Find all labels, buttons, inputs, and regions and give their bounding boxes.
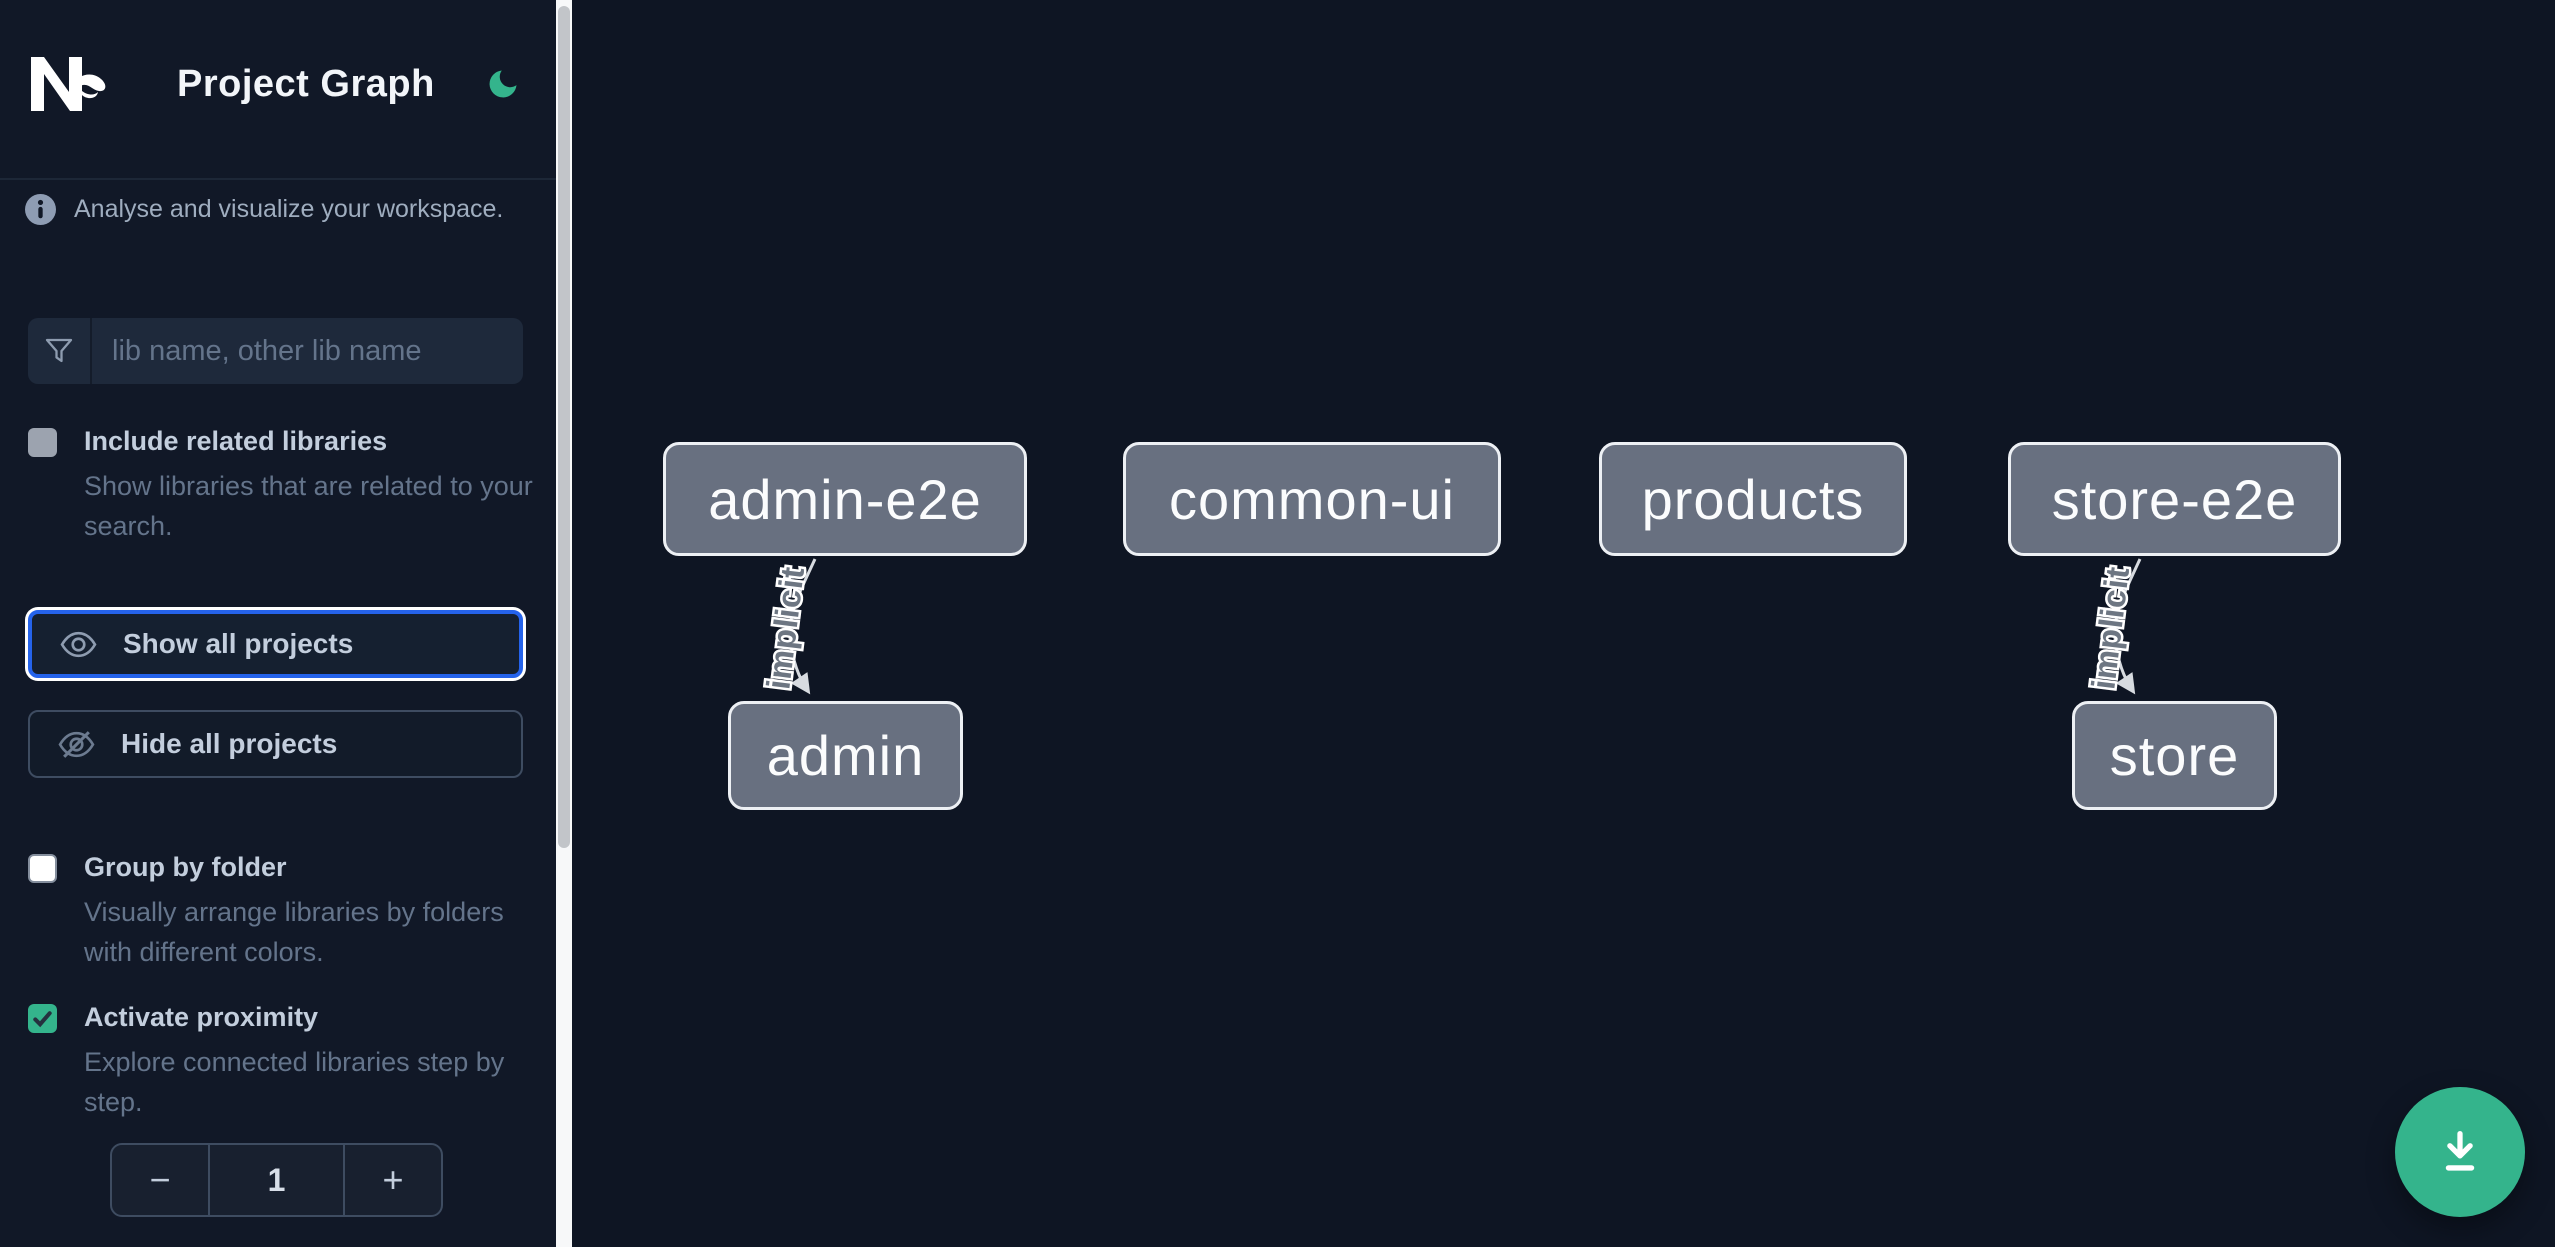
funnel-icon xyxy=(45,338,73,363)
nx-logo xyxy=(31,57,106,111)
checkbox-activate-proximity[interactable] xyxy=(28,1004,57,1033)
download-icon xyxy=(2445,1131,2475,1171)
increment-button[interactable]: + xyxy=(345,1145,441,1215)
hide-all-projects-button[interactable]: Hide all projects xyxy=(28,710,523,778)
show-all-projects-label: Show all projects xyxy=(123,628,354,659)
filter-input[interactable] xyxy=(92,318,523,384)
eye-off-icon xyxy=(58,730,95,758)
checkbox-include-related[interactable] xyxy=(28,428,57,457)
info-icon xyxy=(25,194,56,225)
option-label: Group by folder xyxy=(84,852,287,882)
moon-icon xyxy=(489,70,517,98)
page-title: Project Graph xyxy=(177,62,435,105)
theme-toggle-button[interactable] xyxy=(483,64,523,104)
show-all-projects-button[interactable]: Show all projects xyxy=(28,610,523,678)
option-label: Include related libraries xyxy=(84,426,388,456)
hide-all-projects-label: Hide all projects xyxy=(121,728,338,759)
graph-node-store[interactable]: store xyxy=(2072,701,2277,810)
check-icon xyxy=(33,1011,52,1028)
intro-row: Analyse and visualize your workspace. xyxy=(25,194,530,225)
option-group-by-folder: Group by folder Visually arrange librari… xyxy=(28,850,539,972)
graph-node-products[interactable]: products xyxy=(1599,442,1907,556)
sidebar-scrollbar-thumb[interactable] xyxy=(558,6,570,848)
sidebar-header: Project Graph xyxy=(25,52,523,116)
download-image-button[interactable] xyxy=(2395,1087,2525,1217)
filter-box xyxy=(28,318,523,384)
graph-node-common-ui[interactable]: common-ui xyxy=(1123,442,1501,556)
option-description: Explore connected libraries step by step… xyxy=(84,1047,505,1117)
checkbox-group-by-folder[interactable] xyxy=(28,854,57,883)
option-label: Activate proximity xyxy=(84,1002,319,1032)
sidebar-scrollbar-track xyxy=(556,0,572,1247)
option-description: Visually arrange libraries by folders wi… xyxy=(84,897,504,967)
graph-node-store-e2e[interactable]: store-e2e xyxy=(2008,442,2341,556)
option-description: Show libraries that are related to your … xyxy=(84,471,533,541)
option-include-related: Include related libraries Show libraries… xyxy=(28,424,539,546)
sidebar: Project Graph Analyse and visualize your… xyxy=(0,0,556,1247)
option-activate-proximity: Activate proximity Explore connected lib… xyxy=(28,1000,539,1122)
proximity-stepper: − 1 + xyxy=(110,1143,443,1217)
graph-canvas[interactable] xyxy=(572,0,2555,1247)
proximity-depth-value: 1 xyxy=(208,1145,345,1215)
filter-icon-cell xyxy=(28,318,92,384)
decrement-button[interactable]: − xyxy=(112,1145,208,1215)
graph-node-admin-e2e[interactable]: admin-e2e xyxy=(663,442,1027,556)
graph-node-admin[interactable]: admin xyxy=(728,701,963,810)
intro-text: Analyse and visualize your workspace. xyxy=(74,195,504,223)
eye-icon xyxy=(60,631,97,657)
header-divider xyxy=(0,178,556,180)
